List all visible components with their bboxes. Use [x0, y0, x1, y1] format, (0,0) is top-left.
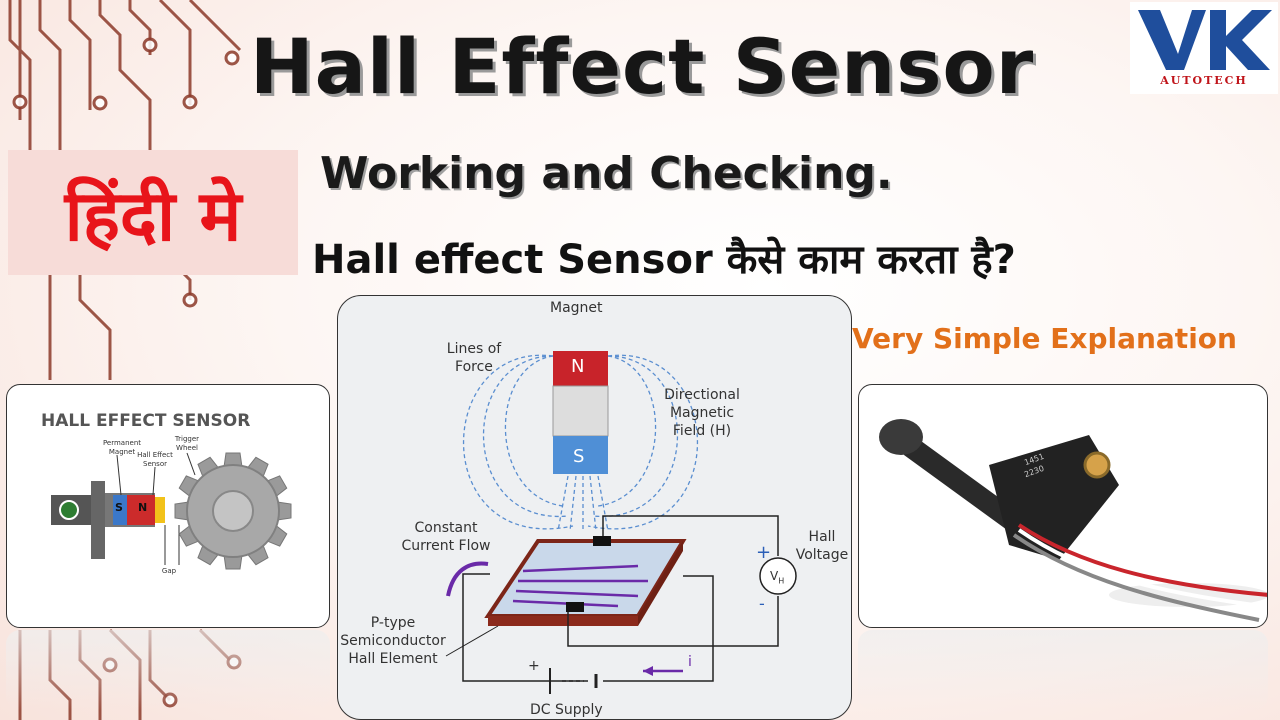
voltmeter-symbol: VH [770, 569, 784, 585]
label-dc-supply: DC Supply [530, 702, 603, 718]
hall-effect-principle-panel: Magnet Lines of Force N S Directional Ma… [337, 295, 852, 720]
current-symbol: i [688, 654, 692, 670]
trigger-wheel-diagram [51, 452, 292, 570]
label-magnet: Magnet [550, 300, 603, 316]
label-hall-effect-sensor: Hall Effect Sensor [137, 451, 173, 468]
magnet-north-label: N [571, 356, 585, 377]
page-title: Hall Effect Sensor [250, 22, 1035, 111]
label-lines-of-force: Lines of Force [446, 341, 502, 375]
label-permanent-magnet: Permanent Magnet [102, 439, 142, 456]
voltmeter-h: H [778, 576, 785, 586]
label-gap: Gap [161, 567, 177, 575]
label-n: N [138, 501, 148, 514]
magnet-south-label: S [573, 446, 585, 467]
hall-sensor-trigger-wheel-panel: HALL EFFECT SENSOR Permanent Magnet Hall… [6, 384, 330, 628]
label-trigger-wheel: Trigger Wheel [174, 435, 200, 452]
vk-logo-icon [1138, 10, 1272, 70]
voltmeter-v: V [770, 569, 779, 583]
voltage-minus: - [759, 594, 765, 613]
subtitle: Working and Checking. [320, 148, 893, 199]
right-panel-reflection [858, 630, 1268, 710]
label-constant-current: Constant Current Flow [401, 520, 491, 554]
left-panel-reflection [6, 630, 330, 710]
logo: AUTOTECH [1130, 2, 1278, 94]
voltage-plus: + [756, 542, 772, 563]
label-s: S [115, 501, 123, 514]
hindi-label: हिंदी मे [64, 174, 242, 257]
subtitle-hindi-question: Hall effect Sensor कैसे काम करता है? [312, 237, 1016, 283]
left-diagram-title: HALL EFFECT SENSOR [41, 411, 251, 431]
hindi-label-box: हिंदी मे [8, 150, 298, 275]
label-hall-voltage: Hall Voltage [795, 529, 849, 563]
logo-text: AUTOTECH [1160, 74, 1248, 87]
tagline: Very Simple Explanation [852, 322, 1237, 355]
hall-effect-circuit-diagram [445, 351, 797, 694]
label-directional-field: Directional Magnetic Field (H) [664, 387, 740, 439]
hall-sensor-photo-panel: 1451 2230 [858, 384, 1268, 628]
battery-plus: + [528, 658, 540, 674]
label-p-type-element: P-type Semiconductor Hall Element [340, 615, 446, 667]
hall-sensor-photo [879, 419, 1267, 622]
